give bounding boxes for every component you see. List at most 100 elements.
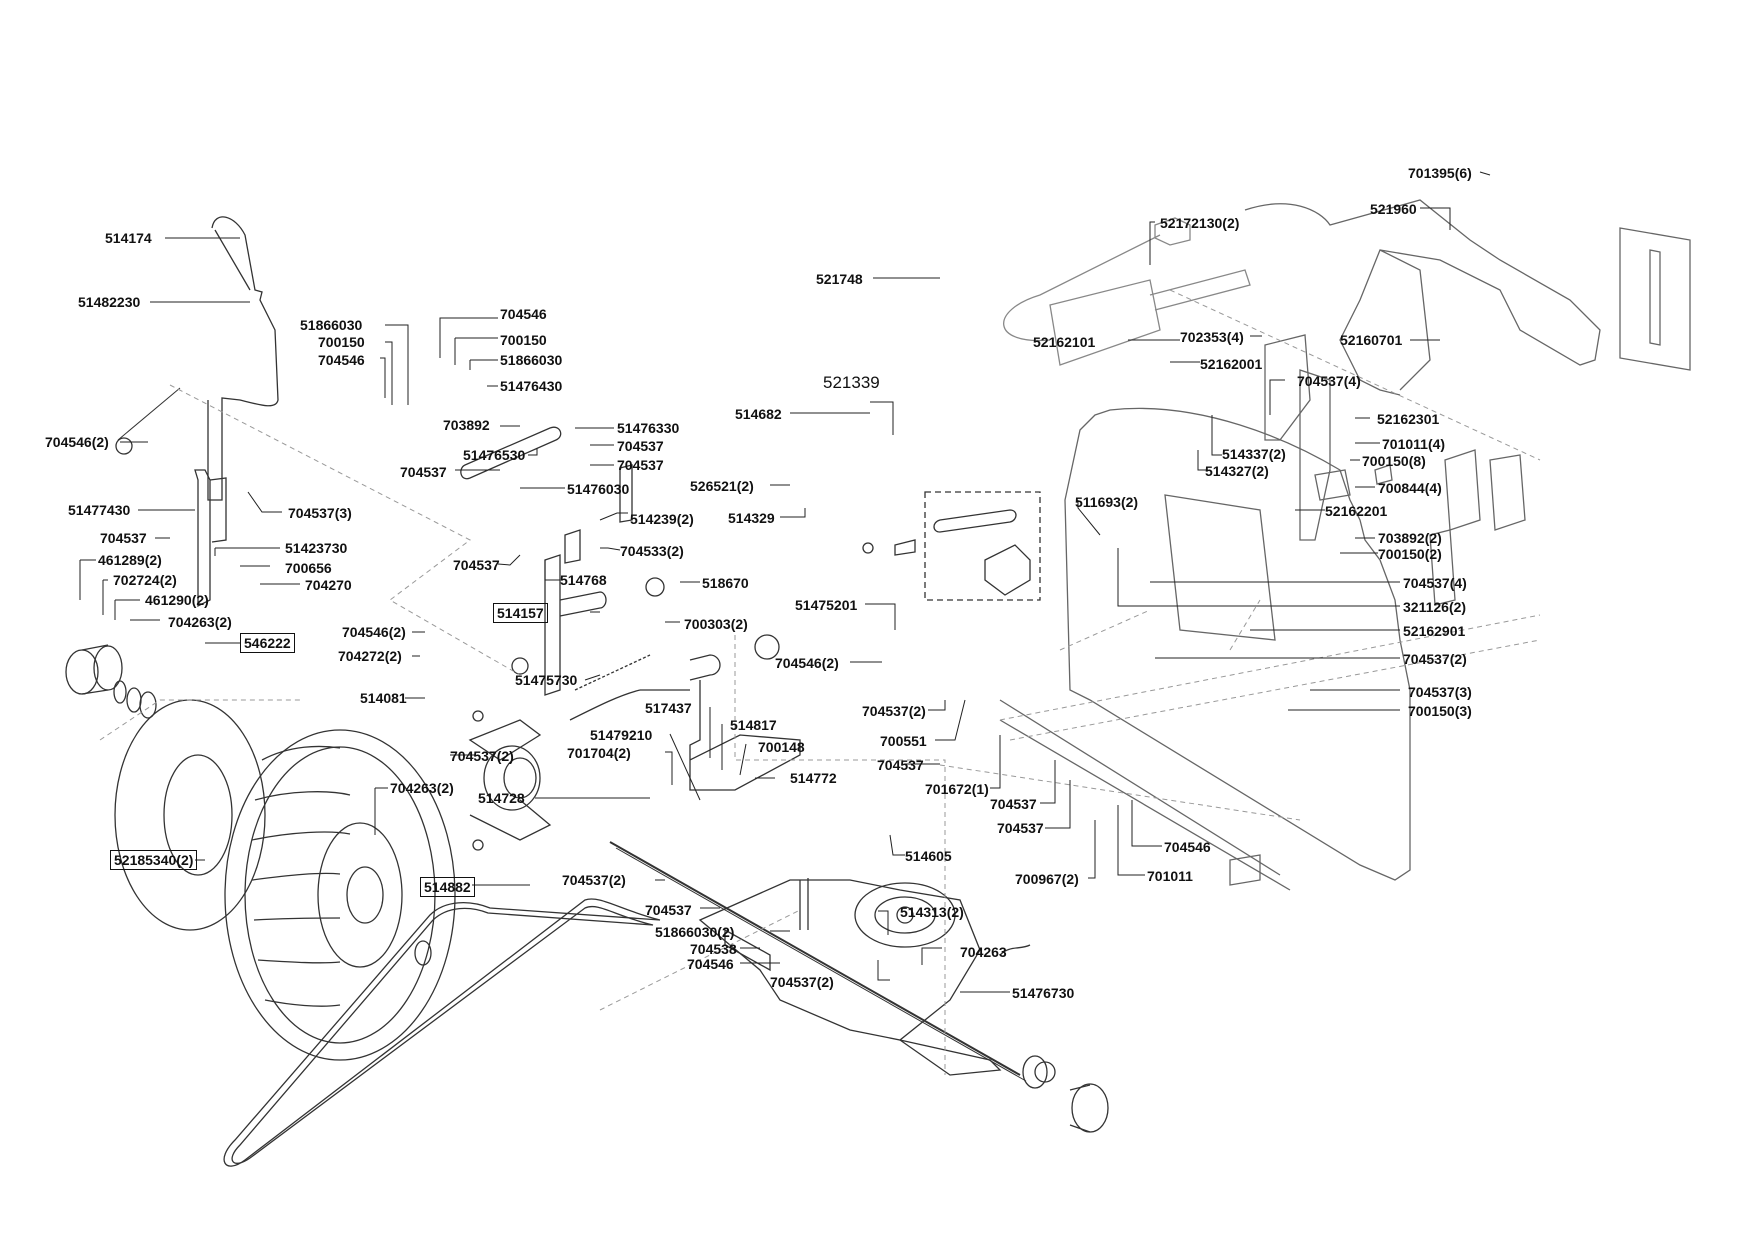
part-label: 514817 — [730, 717, 777, 733]
transaxle-drawing — [609, 841, 1109, 1133]
part-label: 517437 — [645, 700, 692, 716]
part-label: 704546(2) — [45, 434, 109, 450]
part-label: 704546(2) — [775, 655, 839, 671]
part-label: 704546 — [687, 956, 734, 972]
part-label: 704538 — [690, 941, 737, 957]
hub-parts-drawing — [65, 644, 157, 719]
part-label: 461290(2) — [145, 592, 209, 608]
frame-drawing — [999, 199, 1691, 891]
part-label: 704546 — [1164, 839, 1211, 855]
part-label: 52162301 — [1377, 411, 1440, 427]
part-label: 52172130(2) — [1160, 215, 1240, 231]
part-label: 51423730 — [285, 540, 348, 556]
switch-kit-box — [862, 491, 1041, 601]
part-label: 704537(2) — [562, 872, 626, 888]
part-label: 52162901 — [1403, 623, 1466, 639]
part-label: 52162201 — [1325, 503, 1388, 519]
part-label: 704537(3) — [1408, 684, 1472, 700]
part-label: 514605 — [905, 848, 952, 864]
leader-lines — [79, 171, 1491, 993]
part-label: 704537(2) — [862, 703, 926, 719]
part-label: 514327(2) — [1205, 463, 1269, 479]
part-label: 700303(2) — [684, 616, 748, 632]
part-label: 700150(8) — [1362, 453, 1426, 469]
part-label: 704537(4) — [1403, 575, 1467, 591]
part-label: 701395(6) — [1408, 165, 1472, 181]
part-label: 521960 — [1370, 201, 1417, 217]
part-label: 51476530 — [463, 447, 526, 463]
part-label: 704546(2) — [342, 624, 406, 640]
part-label: 704537(2) — [1403, 651, 1467, 667]
part-label: 704537 — [100, 530, 147, 546]
part-label: 704537 — [617, 457, 664, 473]
part-label: 526521(2) — [690, 478, 754, 494]
part-label: 704537(3) — [288, 505, 352, 521]
part-label: 461289(2) — [98, 552, 162, 568]
bearing-drawing — [468, 710, 552, 851]
part-label: 51477430 — [68, 502, 131, 518]
part-label-boxed: 546222 — [240, 633, 295, 653]
part-label: 704533(2) — [620, 543, 684, 559]
assembly-lines — [99, 289, 1541, 1075]
part-label: 701011 — [1147, 868, 1193, 884]
part-label: 701672(1) — [925, 781, 989, 797]
part-label: 52162001 — [1200, 356, 1263, 372]
part-label: 51479210 — [590, 727, 653, 743]
part-label: 704546 — [318, 352, 365, 368]
part-label: 51866030 — [500, 352, 563, 368]
part-label: 514313(2) — [900, 904, 964, 920]
part-label: 51476730 — [1012, 985, 1075, 1001]
part-label: 51482230 — [78, 294, 141, 310]
part-label: 52160701 — [1340, 332, 1403, 348]
part-label: 514174 — [105, 230, 152, 246]
part-label: 700967(2) — [1015, 871, 1079, 887]
part-label: 701011(4) — [1382, 436, 1446, 452]
part-label: 704263 — [960, 944, 1007, 960]
part-label: 704537 — [997, 820, 1044, 836]
part-label: 51475730 — [515, 672, 578, 688]
pedal-bracket-drawing — [569, 634, 801, 791]
wheels-drawing — [114, 699, 456, 1061]
part-label: 51476330 — [617, 420, 680, 436]
part-label: 700551 — [880, 733, 927, 749]
part-label: 521748 — [816, 271, 863, 287]
part-label: 700844(4) — [1378, 480, 1442, 496]
part-label: 704537(2) — [770, 974, 834, 990]
part-label: 704537 — [453, 557, 500, 573]
kit-title-label: 521339 — [823, 373, 880, 392]
part-label-boxed: 514882 — [420, 877, 475, 897]
part-label: 700150(3) — [1408, 703, 1472, 719]
part-label: 702724(2) — [113, 572, 177, 588]
part-label: 702353(4) — [1180, 329, 1244, 345]
part-label: 52162101 — [1033, 334, 1096, 350]
part-label: 703892 — [443, 417, 490, 433]
part-label: 704270 — [305, 577, 352, 593]
part-label: 321126(2) — [1403, 599, 1467, 615]
linkage-drawing — [460, 426, 665, 696]
part-label: 704537(4) — [1297, 373, 1361, 389]
part-label: 704537 — [645, 902, 692, 918]
part-label: 514728 — [478, 790, 525, 806]
part-label: 51866030(2) — [655, 924, 735, 940]
part-label: 700148 — [758, 739, 805, 755]
part-label: 514682 — [735, 406, 782, 422]
part-label-boxed: 52185340(2) — [110, 850, 198, 870]
part-label: 51866030 — [300, 317, 363, 333]
part-label: 514768 — [560, 572, 607, 588]
part-label: 511693(2) — [1075, 494, 1139, 510]
part-label: 704537 — [617, 438, 664, 454]
part-label: 704272(2) — [338, 648, 402, 664]
part-label: 51475201 — [795, 597, 858, 613]
part-label: 700150 — [318, 334, 365, 350]
part-label: 700150 — [500, 332, 547, 348]
part-label: 704537 — [400, 464, 447, 480]
part-label: 514239(2) — [630, 511, 694, 527]
part-label: 704263(2) — [390, 780, 454, 796]
shift-lever-drawing — [115, 216, 279, 608]
part-label: 514337(2) — [1222, 446, 1286, 462]
part-label: 514329 — [728, 510, 775, 526]
part-label: 514772 — [790, 770, 837, 786]
part-label: 51476030 — [567, 481, 630, 497]
part-label: 703892(2) — [1378, 530, 1442, 546]
